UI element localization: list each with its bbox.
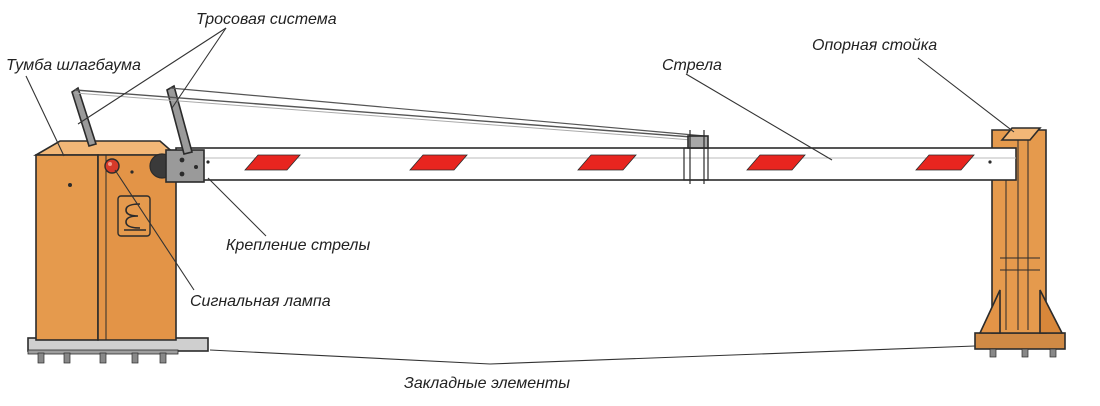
label-embedded-elements: Закладные элементы — [404, 375, 570, 392]
post-base-plate — [974, 332, 1066, 358]
reflector-5 — [915, 154, 975, 171]
cable-system — [71, 84, 709, 184]
label-boom-mount: Крепление стрелы — [226, 237, 370, 254]
boom — [175, 147, 1017, 181]
boom-reflectors — [244, 154, 975, 171]
barrier-cabinet — [33, 140, 179, 341]
boom-mount — [149, 149, 205, 183]
reflector-1 — [244, 154, 301, 171]
label-cable-system: Тросовая система — [196, 11, 337, 28]
cabinet-base-plate — [27, 337, 209, 364]
reflector-2 — [409, 154, 468, 171]
spring-logo-icon — [117, 195, 151, 237]
reflector-3 — [577, 154, 637, 171]
label-boom: Стрела — [662, 57, 722, 74]
signal-lamp — [104, 158, 120, 174]
label-barrier-cabinet: Тумба шлагбаума — [6, 57, 141, 74]
label-support-post: Опорная стойка — [812, 37, 937, 54]
leader-lines — [25, 27, 1015, 365]
label-signal-lamp: Сигнальная лампа — [190, 293, 331, 310]
reflector-4 — [746, 154, 806, 171]
